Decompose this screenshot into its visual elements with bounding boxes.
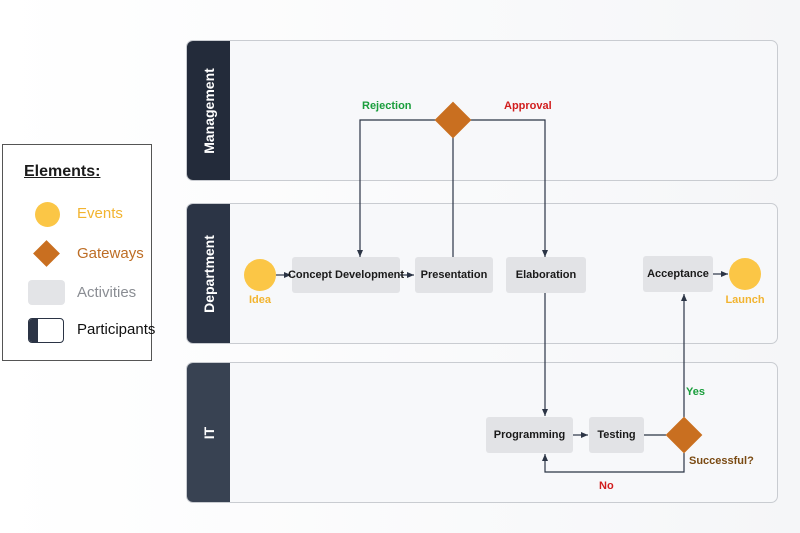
start-event-idea[interactable] [244,259,276,291]
end-event-launch[interactable] [729,258,761,290]
legend-label-activities: Activities [77,284,137,301]
activity-acceptance[interactable]: Acceptance [643,256,713,292]
flow-label-no: No [599,480,614,492]
lane-management[interactable]: Management [186,40,778,181]
event-label-launch: Launch [725,294,765,306]
lane-header-department: Department [187,204,230,343]
activity-testing[interactable]: Testing [589,417,644,453]
activity-programming[interactable]: Programming [486,417,573,453]
legend-label-events: Events [77,205,123,222]
activity-presentation[interactable]: Presentation [415,257,493,293]
event-label-idea: Idea [248,294,272,306]
activity-box-icon [28,280,65,305]
flow-label-approval: Approval [504,100,552,112]
participant-lane-icon [28,318,64,343]
lane-header-it: IT [187,363,230,502]
flow-label-rejection: Rejection [362,100,412,112]
flow-label-yes: Yes [686,386,705,398]
legend-panel: Elements: Events Gateways Activities Par… [2,144,155,361]
flow-no[interactable] [542,453,685,473]
legend-label-participants: Participants [77,321,156,338]
legend-item-gateways: Gateways [25,240,151,271]
activity-concept-development[interactable]: Concept Development [288,257,404,293]
legend-item-participants: Participants [25,317,155,347]
legend-item-events: Events [25,201,151,231]
event-circle-icon [35,202,60,227]
flow-approval[interactable] [469,119,548,257]
legend-item-activities: Activities [25,279,151,309]
legend-label-gateways: Gateways [77,245,144,262]
legend-title: Elements: [24,163,101,180]
flow-rejection[interactable] [357,119,437,257]
lane-header-management: Management [187,41,230,180]
activity-elaboration[interactable]: Elaboration [506,257,586,293]
gateway-label-successful: Successful? [689,455,754,467]
